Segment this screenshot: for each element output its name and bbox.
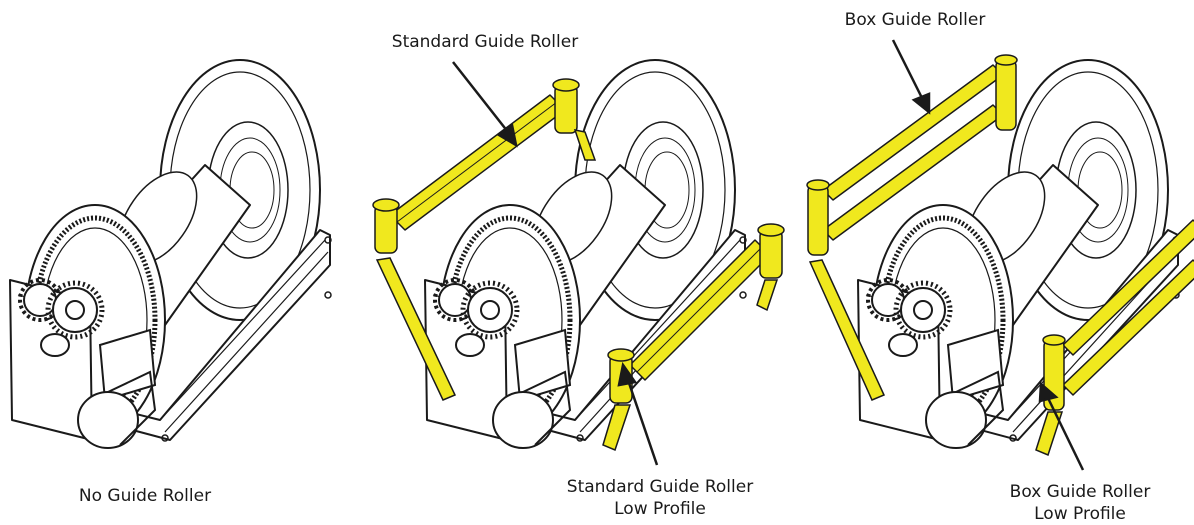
label-box-guide-roller-low-profile: Box Guide Roller Low Profile bbox=[1009, 482, 1151, 524]
reel-standard-guide-roller bbox=[372, 60, 785, 451]
reel-no-guide-roller bbox=[10, 60, 331, 448]
arrow-head bbox=[1038, 381, 1059, 403]
arrow-standard-low bbox=[626, 379, 659, 466]
arrow-head bbox=[617, 361, 638, 387]
reel-box-guide-roller bbox=[806, 54, 1194, 456]
label-no-guide-roller: No Guide Roller bbox=[78, 486, 212, 506]
label-standard-guide-roller-top: Standard Guide Roller bbox=[391, 32, 579, 52]
arrow-head bbox=[496, 122, 518, 148]
label-box-guide-roller-top: Box Guide Roller bbox=[844, 10, 986, 30]
arrow-standard-top bbox=[452, 61, 509, 133]
callout-arrows bbox=[452, 39, 1085, 471]
arrow-box-top bbox=[891, 39, 924, 99]
label-standard-guide-roller-low-profile: Standard Guide Roller Low Profile bbox=[566, 477, 754, 519]
arrow-head bbox=[911, 92, 931, 115]
arrow-box-low bbox=[1046, 397, 1085, 471]
